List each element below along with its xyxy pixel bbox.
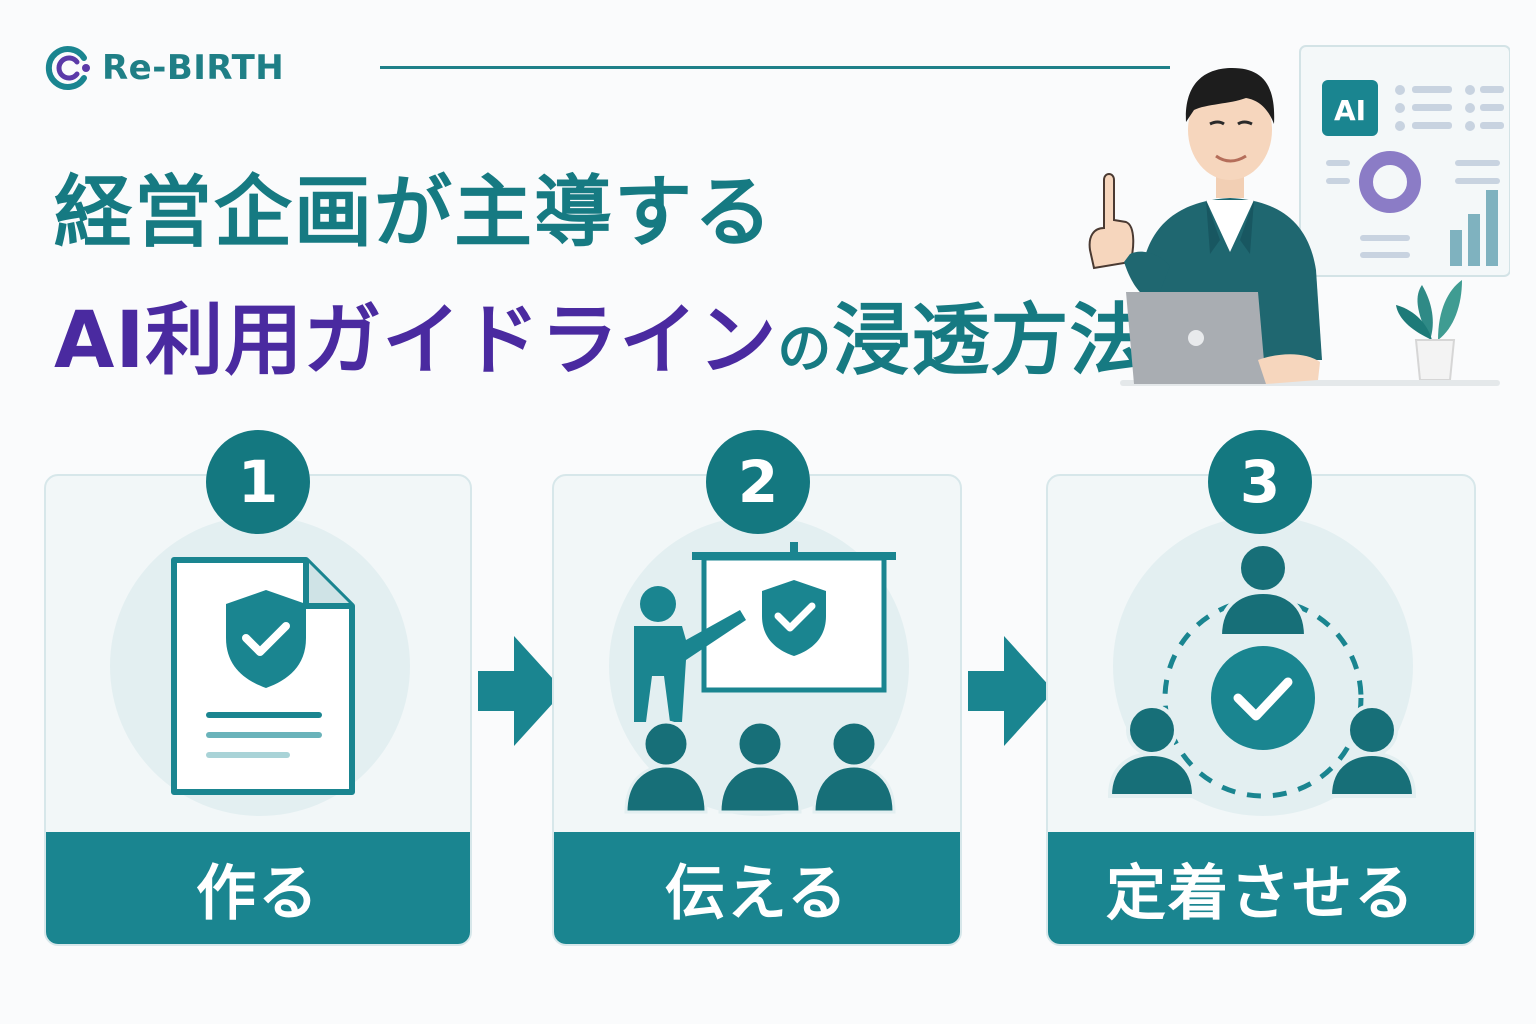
board-ai-label: AI	[1334, 94, 1366, 127]
step-card-1: 作る	[44, 474, 472, 946]
shield-document-icon	[171, 557, 355, 795]
logo-text: Re-BIRTH	[102, 48, 285, 88]
step-card-2: 伝える	[552, 474, 962, 946]
re-birth-logo-icon	[45, 46, 90, 90]
step-label-1: 作る	[46, 832, 470, 944]
plant-icon	[1396, 280, 1462, 381]
presentation-icon	[624, 542, 896, 814]
brand-logo: Re-BIRTH	[44, 44, 284, 92]
step-number-1: 1	[206, 430, 310, 534]
step-number-2: 2	[706, 430, 810, 534]
businessman-illustration: AI	[1088, 45, 1510, 386]
headline-line-1: 経営企画が主導する	[54, 168, 775, 258]
headline-line-2: AI利用ガイドラインの浸透方法	[54, 278, 1148, 390]
team-check-icon	[1107, 542, 1417, 799]
headline-rest: 浸透方法	[832, 296, 1149, 386]
headline-emphasis: AI利用ガイドライン	[54, 296, 778, 386]
step-label-3: 定着させる	[1048, 832, 1474, 944]
step-card-3: 定着させる	[1046, 474, 1476, 946]
step-number-3: 3	[1208, 430, 1312, 534]
headline-particle: の	[777, 317, 833, 380]
arrow-right-icon	[478, 636, 564, 746]
step-label-2: 伝える	[554, 832, 960, 944]
arrow-right-icon	[968, 636, 1054, 746]
header-divider	[380, 66, 1170, 69]
